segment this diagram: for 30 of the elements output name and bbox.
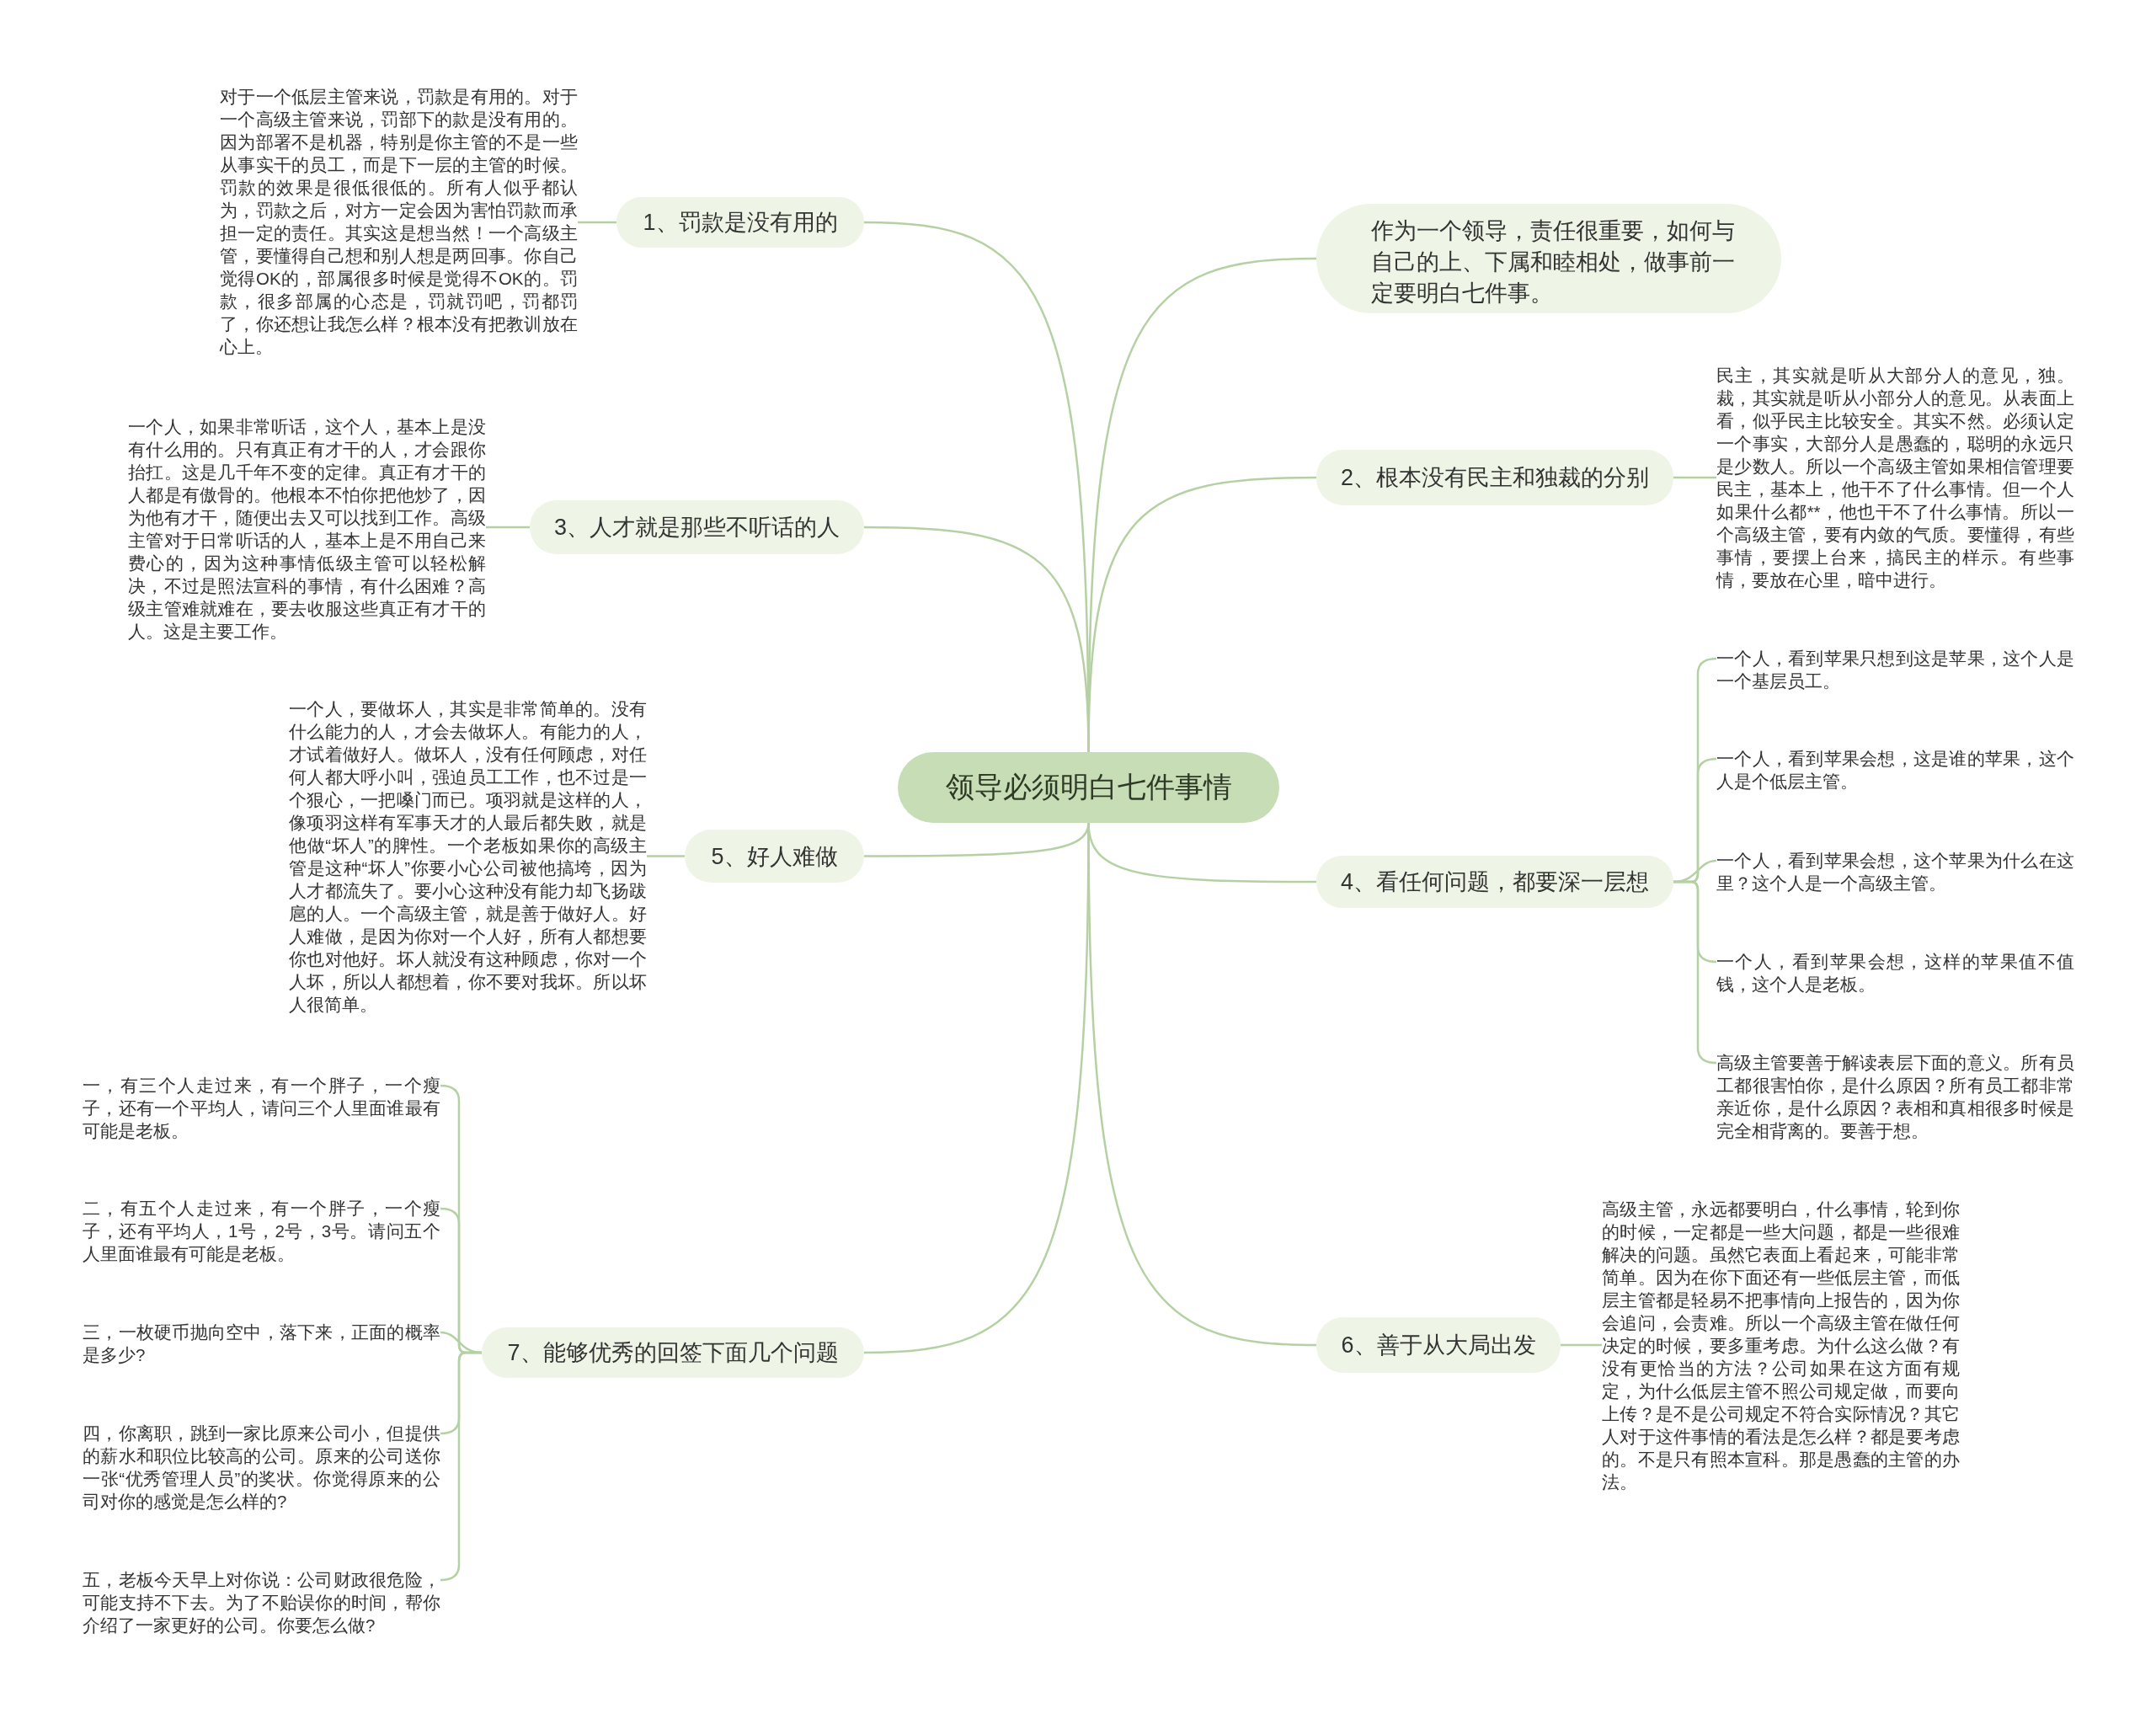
topic-box: 7、能够优秀的回签下面几个问题 xyxy=(482,1327,864,1378)
connector-line xyxy=(578,221,616,224)
note-text: 一个人，要做坏人，其实是非常简单的。没有什么能力的人，才会去做坏人。有能力的人，才试着做好人。做坏人，没有任何顾虑，对任何人都大呼小叫，强迫员工工作，也不过是一个狠心，一把嗓门而已。项羽就是这样的人，像项羽这样有军事天才的人最后都失败，就是他做“坏人”的脾性。一个老板如果你的高级主管是这种“坏人”你要小心公司被他搞垮，因为人才都流失了。要小心这种没有能力却飞扬跋扈的人。一个高级主管，就是善于做好人。好人难做，是因为你对一个人好，所有人都想要你也对他好。坏人就没有这种顾虑，你对一个人坏，所以人都想着，你不要对我坏。所以坏人很简单。 xyxy=(289,697,647,1016)
note-text: 一个人，看到苹果会想，这个苹果为什么在这里？这个人是一个高级主管。 xyxy=(1716,849,2074,894)
topic-box: 1、罚款是没有用的 xyxy=(616,197,864,248)
note-text: 一，有三个人走过来，有一个胖子，一个瘦子，还有一个平均人，请问三个人里面谁最有可能是老板。 xyxy=(83,1074,440,1142)
connector-line xyxy=(1673,476,1716,479)
note-text: 一个人，看到苹果只想到这是苹果，这个人是一个基层员工。 xyxy=(1716,647,2074,692)
note-text: 一个人，如果非常听话，这个人，基本上是没有什么用的。只有真正有才干的人，才会跟你抬扛。这是几千年不变的定律。真正有才干的人都是有傲骨的。他根本不怕你把他炒了，因为他有才干，随便出去又可以找到工作。高级主管对于日常听话的人，基本上是不用自己来费心的，因为这种事情低级主管可以轻松解决，不过是照法宣科的事情，有什么困难？高级主管难就难在，要去收服这些真正有才干的人。这是主要工作。 xyxy=(128,415,486,643)
note-text: 高级主管要善于解读表层下面的意义。所有员工都很害怕你，是什么原因？所有员工都非常亲近你，是什么原因？表相和真相很多时候是完全相背离的。要善于想。 xyxy=(1716,1051,2074,1142)
topic-box: 3、人才就是那些不听话的人 xyxy=(530,500,864,554)
connector-line xyxy=(486,526,530,529)
note-text: 二，有五个人走过来，有一个胖子，一个瘦子，还有平均人，1号，2号，3号。请问五个人里面谁最有可能是老板。 xyxy=(83,1197,440,1265)
note-text: 三，一枚硬币抛向空中，落下来，正面的概率是多少? xyxy=(83,1321,440,1366)
connector-line xyxy=(1673,880,1717,1065)
note-text: 一个人，看到苹果会想，这样的苹果值不值钱，这个人是老板。 xyxy=(1716,950,2074,996)
note-text: 五，老板今天早上对你说：公司财政很危险，可能支持不下去。为了不贻误你的时间，帮你介绍了一家更好的公司。你要怎么做? xyxy=(83,1568,440,1636)
topic-box: 5、好人难做 xyxy=(685,830,864,883)
topic-box: 4、看任何问题，都要深一层想 xyxy=(1316,856,1673,908)
connector-line xyxy=(1561,1343,1602,1347)
note-text: 一个人，看到苹果会想，这是谁的苹果，这个人是个低层主管。 xyxy=(1716,747,2074,793)
note-text: 民主，其实就是听从大部分人的意见，独。裁，其实就是听从小部分人的意见。从表面上看，似乎民主比较安全。其实不然。必须认定一个事实，大部分人是愚蠢的，聪明的永远只是少数人。所以一个高级主管如果相信管理要民主，基本上，他干不了什么事情。但一个人如果什么都**，他也干不了什么事情。所以一个高级主管，要有内敛的气质。要懂得，有些事情，要摆上台来，搞民主的样示。有些事情，要放在心里，暗中进行。 xyxy=(1716,364,2074,591)
connector-line xyxy=(440,1351,482,1582)
central-topic-box: 领导必须明白七件事情 xyxy=(898,752,1279,823)
note-text: 四，你离职，跳到一家比原来公司小，但提供的薪水和职位比较高的公司。原来的公司送你一张“优秀管理人员”的奖状。你觉得原来的公司对你的感觉是怎么样的? xyxy=(83,1422,440,1513)
topic-box: 2、根本没有民主和独裁的分别 xyxy=(1316,450,1673,505)
note-text: 高级主管，永远都要明白，什么事情，轮到你的时候，一定都是一些大问题，都是一些很难解决的问题。虽然它表面上看起来，可能非常简单。因为在你下面还有一些低层主管，而低层主管都是轻易不把事情向上报告的，因为你会追问，会责难。所以一个高级主管在做任何决定的时候，要多重考虑。为什么这么做？有没有更恰当的方法？公司如果在这方面有规定，为什么低层主管不照公司规定做，而要向上传？是不是公司规定不符合实际情况？其它人对于这件事情的看法是怎么样？都是要考虑的。不是只有照本宣科。那是愚蠢的主管的办法。 xyxy=(1602,1198,1960,1493)
topic-box: 6、善于从大局出发 xyxy=(1316,1317,1561,1373)
note-text: 对于一个低层主管来说，罚款是有用的。对于一个高级主管来说，罚部下的款是没有用的。因为部署不是机器，特别是你主管的不是一些从事实干的员工，而是下一层的主管的时候。罚款的效果是很低很低的。所有人似乎都认为，罚款之后，对方一定会因为害怕罚款而承担一定的责任。其实这是想当然！一个高级主管，要懂得自己想和别人想是两回事。你自己觉得OK的，部属很多时候是觉得不OK的。罚款，很多部属的心态是，罚就罚吧，罚都罚了，你还想让我怎么样？根本没有把教训放在心上。 xyxy=(220,85,578,358)
intro-box: 作为一个领导，责任很重要，如何与自己的上、下属和睦相处，做事前一定要明白七件事。 xyxy=(1316,204,1781,313)
